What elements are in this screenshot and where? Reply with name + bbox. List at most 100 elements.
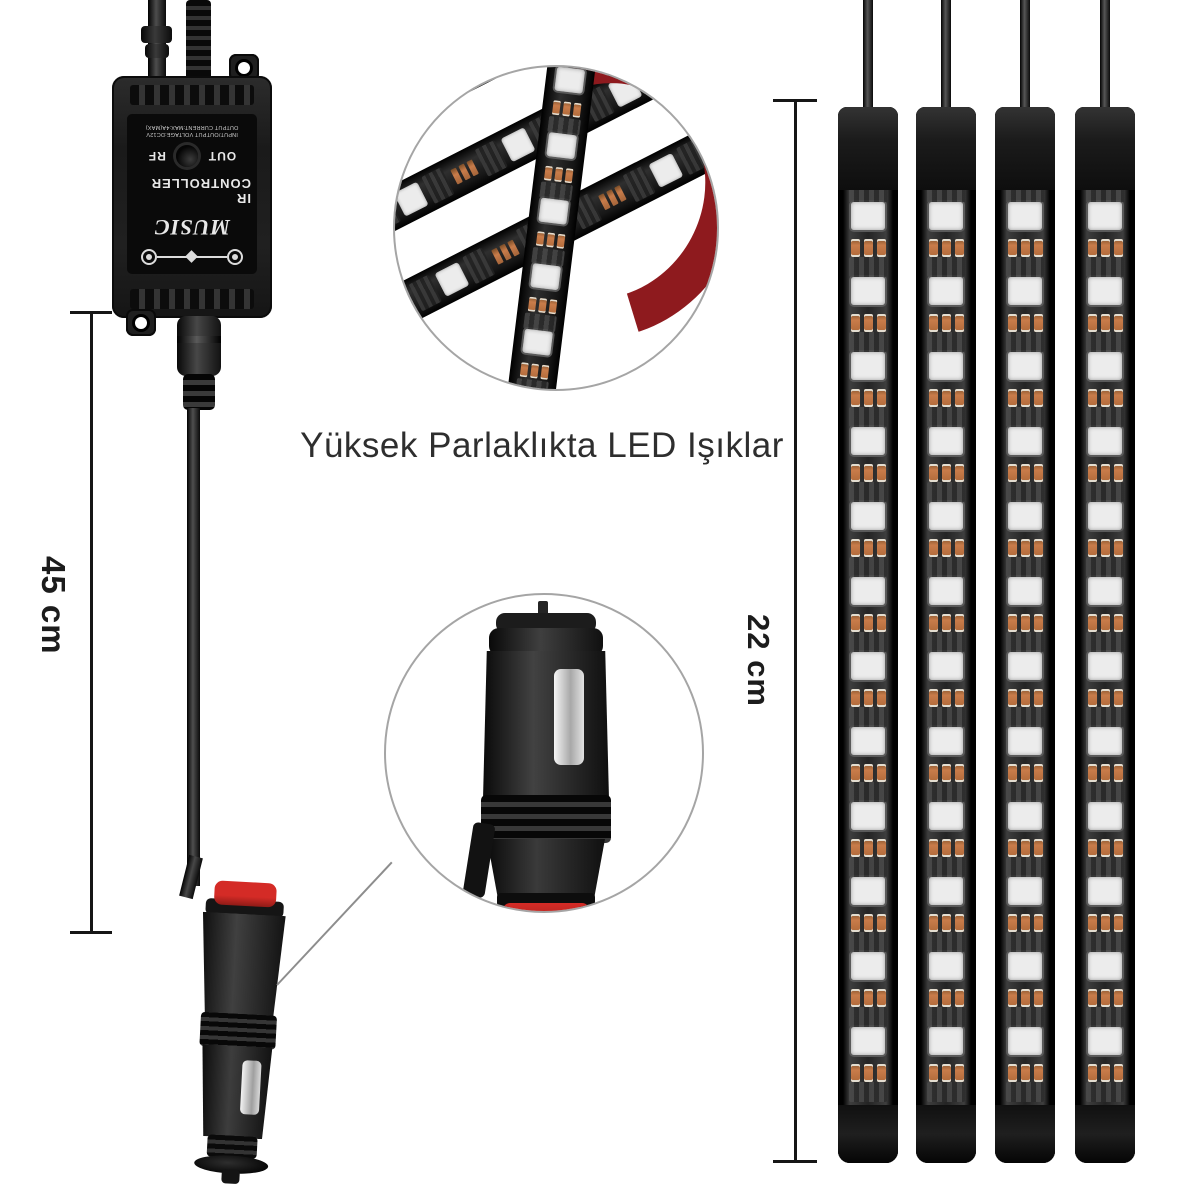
smd-led	[1088, 202, 1122, 230]
plug-lower-body	[198, 1044, 273, 1140]
resistor-trio	[1007, 764, 1043, 782]
strip-led-window	[916, 190, 976, 1105]
smd-led	[929, 877, 963, 905]
spec-line: INPUT/OUTPUT VOLTAGE:DC12V	[146, 131, 238, 137]
resistor-trio	[1087, 1064, 1123, 1082]
power-cable	[187, 408, 200, 886]
pcb-pads	[927, 932, 965, 952]
strip-wire	[863, 0, 873, 108]
pcb-pads	[849, 257, 887, 277]
pcb-pads	[927, 380, 965, 389]
pcb-pads	[1006, 1055, 1044, 1064]
resistor-trio	[928, 764, 964, 782]
pcb-pads	[927, 755, 965, 764]
pcb-pads	[1006, 257, 1044, 277]
pcb-pads	[927, 680, 965, 689]
strip-closeup-inset	[393, 65, 719, 391]
resistor-trio	[850, 839, 886, 857]
pcb-pads	[1006, 980, 1044, 989]
pcb-pads	[927, 407, 965, 427]
plug-body	[194, 912, 289, 1019]
resistor-trio	[527, 296, 557, 315]
ir-receiver-dome	[175, 145, 198, 168]
resistor-trio	[850, 989, 886, 1007]
pcb-pads	[849, 605, 887, 614]
resistor-trio	[1087, 539, 1123, 557]
pcb-pads	[421, 167, 455, 204]
smd-led	[1008, 952, 1042, 980]
resistor-trio	[395, 294, 413, 320]
strip-body	[916, 107, 976, 1163]
pcb-pads	[1006, 305, 1044, 314]
resistor-trio	[1087, 239, 1123, 257]
resistor-trio	[1087, 689, 1123, 707]
resistor-trio	[1087, 764, 1123, 782]
smd-led	[1008, 877, 1042, 905]
strip-body	[995, 107, 1055, 1163]
pcb-pads	[1086, 680, 1124, 689]
smd-led	[929, 727, 963, 755]
pcb-pads	[1006, 707, 1044, 727]
closeup-plug-body	[483, 651, 609, 799]
resistor-trio	[1007, 389, 1043, 407]
pcb-pads	[849, 482, 887, 502]
pcb-pads	[927, 482, 965, 502]
cable-connector	[141, 26, 172, 43]
pcb-pads	[927, 190, 965, 202]
brand-text: MUSIC	[154, 215, 230, 241]
smd-led	[434, 261, 470, 297]
pcb-pads	[1086, 455, 1124, 464]
measure-label-45cm: 45 cm	[35, 556, 72, 655]
resistor-trio	[1007, 689, 1043, 707]
strip-led-window	[838, 190, 898, 1105]
pcb-pads	[1086, 707, 1124, 727]
pcb-pads	[927, 830, 965, 839]
pcb-pads	[1006, 557, 1044, 577]
resistor-trio	[551, 100, 582, 118]
smd-led	[1088, 352, 1122, 380]
pcb-pads	[1086, 380, 1124, 389]
pcb-pads	[515, 377, 549, 389]
resistor-trio	[850, 614, 886, 632]
pcb-pads	[849, 557, 887, 577]
resistor-trio	[1007, 464, 1043, 482]
resistor-trio	[543, 165, 573, 184]
pcb-pads	[927, 857, 965, 877]
resistor-trio	[928, 1064, 964, 1082]
pcb-pads	[1006, 857, 1044, 877]
pcb-pads	[1006, 530, 1044, 539]
smd-led	[1008, 577, 1042, 605]
smd-led	[929, 577, 963, 605]
pcb-pads	[1006, 230, 1044, 239]
pcb-pads	[1086, 980, 1124, 989]
strip-end-cap	[995, 107, 1055, 190]
strain-relief	[183, 374, 215, 410]
pcb-pads	[927, 257, 965, 277]
plug-closeup-inset	[384, 593, 704, 913]
resistor-trio	[519, 362, 549, 380]
pcb-pads	[849, 905, 887, 914]
led-strip	[995, 0, 1055, 1163]
controller-unit: MUSIC IR CONTROLLER OUT RF INPUT/OUTPUT …	[0, 0, 320, 420]
resistor-trio	[850, 464, 886, 482]
resistor-trio	[928, 839, 964, 857]
strip-led-window	[1075, 190, 1135, 1105]
pcb-pads	[1006, 407, 1044, 427]
resistor-trio	[928, 239, 964, 257]
pcb-pads	[1086, 230, 1124, 239]
pcb-pads	[1006, 782, 1044, 802]
pcb-pads	[927, 455, 965, 464]
pcb-pads	[1086, 932, 1124, 952]
resistor-trio	[1007, 614, 1043, 632]
pcb-pads	[849, 755, 887, 764]
pcb-pads	[1086, 782, 1124, 802]
strip-body	[838, 107, 898, 1163]
resistor-trio	[409, 79, 439, 105]
pcb-pads	[1086, 482, 1124, 502]
resistor-trio	[928, 464, 964, 482]
pcb-pads	[1006, 632, 1044, 652]
pcb-pads	[849, 305, 887, 314]
pcb-pads	[927, 305, 965, 314]
screw-hole	[238, 61, 250, 74]
plug-side-contact	[239, 1060, 262, 1115]
